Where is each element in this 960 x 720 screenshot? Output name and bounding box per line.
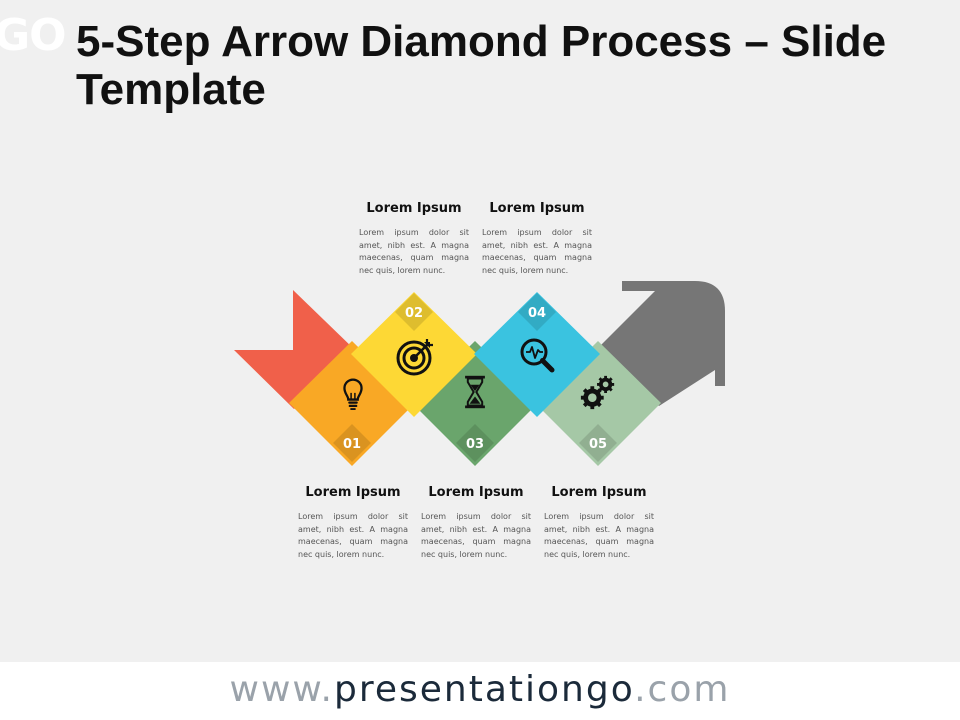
step-text-04: Lorem Ipsum Lorem ipsum dolor sit amet, … [482, 201, 592, 277]
step-heading-03: Lorem Ipsum [428, 485, 524, 500]
footer: www.presentationgo.com [0, 662, 960, 720]
step-body-04: Lorem ipsum dolor sit amet, nibh est. A … [482, 228, 592, 275]
step-number-05: 05 [589, 437, 607, 452]
url-prefix: www. [229, 669, 334, 710]
step-body-05: Lorem ipsum dolor sit amet, nibh est. A … [544, 512, 654, 559]
step-text-02: Lorem Ipsum Lorem ipsum dolor sit amet, … [359, 201, 469, 277]
step-number-badge-02: 02 [395, 293, 433, 331]
step-number-03: 03 [466, 437, 484, 452]
step-number-02: 02 [405, 306, 423, 321]
step-number-01: 01 [343, 437, 361, 452]
step-heading-04: Lorem Ipsum [489, 201, 585, 216]
step-heading-02: Lorem Ipsum [366, 201, 462, 216]
logo: GO [0, 10, 67, 61]
step-number-badge-04: 04 [518, 293, 556, 331]
url-brand: presentationgo [334, 669, 635, 710]
step-body-03: Lorem ipsum dolor sit amet, nibh est. A … [421, 512, 531, 559]
step-text-03: Lorem Ipsum Lorem ipsum dolor sit amet, … [421, 485, 531, 561]
step-number-badge-01: 01 [333, 424, 371, 462]
step-heading-05: Lorem Ipsum [551, 485, 647, 500]
step-body-02: Lorem ipsum dolor sit amet, nibh est. A … [359, 228, 469, 275]
step-body-01: Lorem ipsum dolor sit amet, nibh est. A … [298, 512, 408, 559]
step-number-badge-05: 05 [579, 424, 617, 462]
page-title: 5-Step Arrow Diamond Process – Slide Tem… [76, 17, 887, 114]
step-number-badge-03: 03 [456, 424, 494, 462]
step-number-04: 04 [528, 306, 546, 321]
step-heading-01: Lorem Ipsum [305, 485, 401, 500]
footer-url[interactable]: www.presentationgo.com [0, 670, 960, 710]
step-text-05: Lorem Ipsum Lorem ipsum dolor sit amet, … [544, 485, 654, 561]
step-text-01: Lorem Ipsum Lorem ipsum dolor sit amet, … [298, 485, 408, 561]
url-suffix: .com [634, 669, 731, 710]
